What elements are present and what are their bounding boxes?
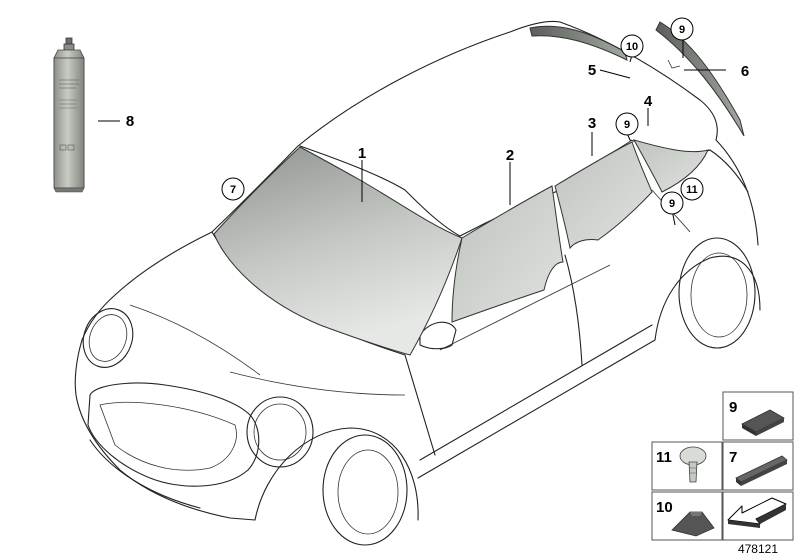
rear-quarter-window (632, 139, 709, 193)
clip-rear-window (667, 59, 681, 69)
rear-quarter (654, 255, 761, 341)
rear-wheel (678, 237, 756, 349)
callout-9-lower: 9 (669, 198, 675, 210)
headlight-right (246, 396, 314, 468)
legend: 9 11 7 10 (651, 391, 794, 541)
callout-11-circle: 11 (680, 177, 704, 201)
legend-number-7: 7 (729, 449, 737, 466)
legend-item-11: 11 (651, 441, 723, 491)
door-rear-edge (564, 254, 583, 366)
legend-number-11: 11 (656, 449, 672, 466)
reference-number: 478121 (738, 542, 778, 556)
rear-window (655, 21, 745, 137)
callout-4: 4 (644, 93, 653, 110)
callout-3: 3 (588, 115, 596, 132)
callout-9-middle: 9 (624, 119, 630, 131)
bonnet-outline (81, 231, 213, 341)
rocker-line (417, 339, 656, 479)
callout-7-circle: 7 (221, 177, 245, 201)
callout-7: 7 (230, 184, 236, 196)
roof-trim-strip (529, 25, 628, 61)
roof-rear-edge (299, 145, 461, 237)
callout-5: 5 (588, 62, 596, 79)
windscreen (213, 146, 463, 356)
headlight-left (82, 308, 134, 368)
wedge-block-icon (671, 511, 715, 537)
roof-outline (297, 20, 561, 147)
callout-9b-circle: 9 (615, 112, 639, 136)
legend-item-10: 10 (651, 491, 723, 541)
grille (87, 382, 260, 487)
legend-item-9: 9 (722, 391, 794, 441)
leader-lines (98, 38, 726, 226)
callout-8: 8 (126, 113, 134, 130)
side-mirror (419, 321, 457, 350)
a-pillar-left (211, 145, 299, 233)
callout-6: 6 (741, 63, 749, 80)
legend-number-9: 9 (729, 399, 737, 416)
front-face (74, 339, 256, 521)
door-front-edge (404, 354, 436, 456)
legend-item-7: 7 (722, 441, 794, 491)
adhesive-tube (53, 37, 85, 193)
callout-9-top: 9 (679, 24, 685, 36)
front-lower-bumper (89, 439, 201, 509)
callout-10-circle: 10 (620, 34, 644, 58)
callout-11: 11 (686, 184, 698, 196)
callout-9a-circle: 9 (670, 17, 694, 41)
front-door-window (451, 185, 564, 323)
rear-side-window (554, 141, 653, 250)
legend-number-10: 10 (656, 499, 673, 516)
car-body (74, 20, 761, 546)
callout-10: 10 (626, 41, 638, 53)
callout-1: 1 (358, 145, 366, 162)
legend-direction-arrow (722, 491, 794, 541)
callout-2: 2 (506, 147, 514, 164)
front-wheel-arch (254, 427, 419, 521)
callout-9c-circle: 9 (660, 191, 684, 215)
front-wheel (322, 434, 408, 546)
arrow-icon (727, 497, 787, 525)
